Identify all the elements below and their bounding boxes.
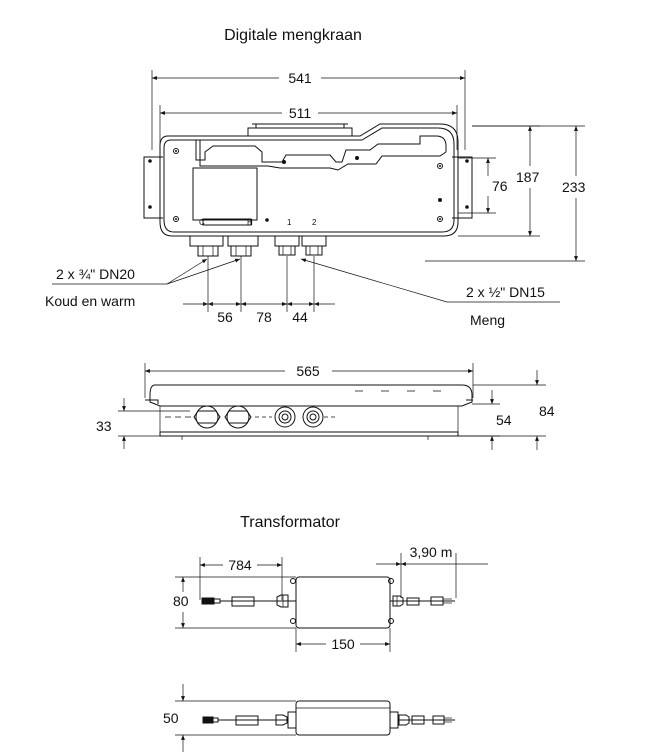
label-c: C [199,218,205,227]
dim-80-label: 80 [173,593,189,609]
mixer-housing: C H 1 2 [143,123,473,257]
dimension-33: 33 [96,398,190,449]
label-1: 1 [287,218,292,227]
dimension-50: 50 [163,684,296,752]
dimension-84: 84 [458,370,555,450]
dim-233-label: 233 [562,179,586,195]
dim-784-label: 784 [228,557,252,573]
dim-150-label: 150 [331,636,355,652]
dimension-80: 80 [173,576,296,629]
mixer-title: Digitale mengkraan [224,27,362,44]
dim-187-label: 187 [516,169,540,185]
dim-78-label: 78 [256,309,272,325]
dimension-233: 233 [425,125,586,262]
callout-mix: 2 x ½" DN15 Meng [300,258,560,328]
cable-left [201,594,296,608]
dimension-54: 54 [458,390,512,450]
transformer-side-view: 50 [163,684,455,752]
callout-cold-warm-sub: Koud en warm [45,293,135,309]
dim-565-label: 565 [296,363,320,379]
side-connector-mix-2 [302,406,324,428]
dimension-76: 76 [458,157,508,214]
dimension-spacing: 56 78 44 [183,256,335,325]
dimension-565: 565 [144,363,474,398]
dim-511-label: 511 [289,105,312,121]
dimension-511: 511 [159,105,458,150]
callout-mix-label: 2 x ½" DN15 [466,284,545,300]
dim-56-label: 56 [217,309,233,325]
transformer-top-view: Transformator 784 3,90 m 80 [173,514,488,652]
label-h: H [247,218,253,227]
dim-76-label: 76 [492,178,508,194]
label-2: 2 [312,218,317,227]
callout-cold-warm: 2 x ¾" DN20 Koud en warm [45,258,241,309]
dimension-541: 541 [151,70,466,150]
transformer-title: Transformator [240,514,341,531]
callout-mix-sub: Meng [470,312,505,328]
dimension-784: 784 [199,557,283,600]
side-cable-left [202,714,288,726]
connector-mix-1 [274,235,300,256]
dim-44-label: 44 [292,309,308,325]
dim-390-label: 3,90 m [410,544,453,560]
dim-54-label: 54 [496,412,512,428]
callout-cold-warm-label: 2 x ¾" DN20 [56,266,135,282]
side-cable-right [398,714,455,726]
cable-right [390,595,455,607]
mixer-top-view: Digitale mengkraan 541 511 [45,27,586,328]
dim-33-label: 33 [96,418,112,434]
connector-warm [227,235,259,257]
connector-cold [189,235,224,257]
connector-mix-2 [301,235,327,256]
side-connector-warm [224,405,252,429]
dimension-390: 3,90 m [376,544,488,598]
side-connector-cold [193,405,221,429]
dim-50-label: 50 [163,710,179,726]
dim-84-label: 84 [539,403,555,419]
dimension-150: 150 [295,628,391,652]
mixer-side-view: 565 [96,363,555,450]
side-connector-mix-1 [274,406,296,428]
dim-541-label: 541 [288,70,312,86]
